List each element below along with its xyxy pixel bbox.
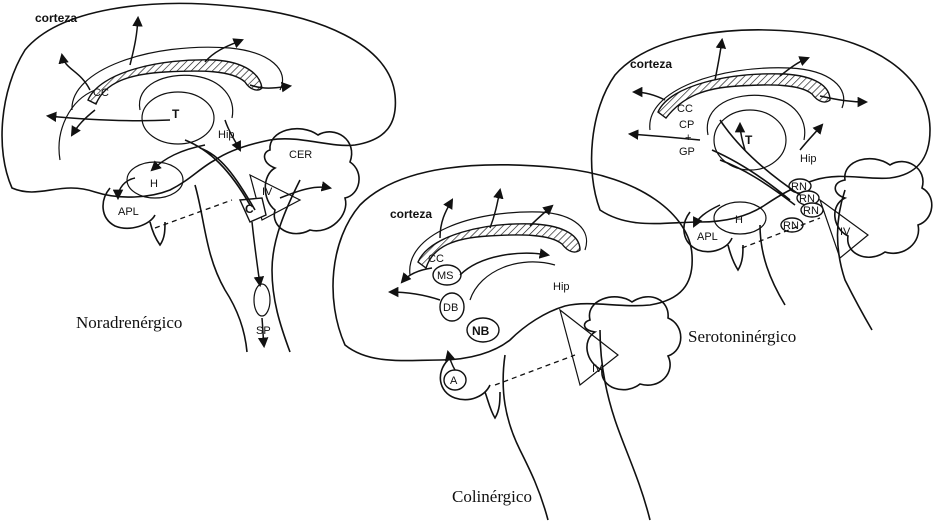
noradrenergic-panel: corteza CC T Hip H CER IV APL C SP Norad… [2, 3, 395, 352]
noradrenergic-arrow-11 [252, 222, 260, 285]
noradrenergic-label-t: T [172, 107, 180, 121]
cholinergic-label-db: DB [443, 302, 458, 314]
serotonergic-thalamus-ring [707, 95, 804, 140]
serotonergic-label-rn-3: RN [803, 205, 819, 217]
noradrenergic-arrow-7 [152, 145, 205, 170]
cholinergic-arrow-7 [448, 352, 455, 370]
noradrenergic-corpus-callosum [88, 60, 262, 104]
cholinergic-dashed-boundary [495, 355, 575, 385]
serotonergic-label-gp: GP [679, 146, 695, 158]
serotonergic-label-plus: + [685, 132, 691, 144]
cholinergic-panel: corteza CC MS DB NB Hip A IV Colinérgico [333, 165, 692, 520]
noradrenergic-label-iv: IV [262, 186, 273, 198]
noradrenergic-caption: Noradrenérgico [76, 313, 182, 332]
noradrenergic-arrow-8 [118, 178, 135, 198]
cholinergic-arrow-1 [440, 200, 452, 238]
noradrenergic-label-cc: CC [93, 87, 109, 99]
cholinergic-arrow-4 [390, 292, 440, 300]
serotonergic-label-h: H [735, 214, 743, 226]
noradrenergic-arrow-2 [130, 18, 138, 65]
serotonergic-label-cc: CC [677, 103, 693, 115]
serotonergic-label-t: T [745, 133, 753, 147]
noradrenergic-label-cortex: corteza [35, 11, 77, 25]
cholinergic-label-iv: IV [592, 363, 603, 375]
noradrenergic-label-apl: APL [118, 206, 139, 218]
noradrenergic-cortex-outline [2, 3, 395, 197]
serotonergic-label-apl: APL [697, 231, 718, 243]
cholinergic-caption: Colinérgico [452, 487, 532, 506]
serotonergic-cerebellum [835, 159, 932, 258]
cholinergic-label-hip: Hip [553, 281, 570, 293]
cholinergic-label-ms: MS [437, 270, 454, 282]
serotonergic-caption: Serotoninérgico [688, 327, 796, 346]
noradrenergic-label-hip: Hip [218, 129, 235, 141]
cholinergic-arrow-2 [490, 190, 500, 228]
cholinergic-cortex-outline [333, 165, 692, 361]
serotonergic-arrow-7 [694, 205, 720, 226]
cholinergic-arrow-6 [460, 253, 548, 275]
serotonergic-label-cp: CP [679, 119, 694, 131]
serotonergic-label-rn-4: RN [783, 220, 799, 232]
serotonergic-arrow-8 [800, 125, 822, 150]
noradrenergic-label-cer: CER [289, 149, 312, 161]
noradrenergic-label-sp: SP [256, 325, 271, 337]
cholinergic-cerebellum [585, 297, 681, 390]
serotonergic-label-iv: IV [840, 226, 851, 238]
noradrenergic-dashed-boundary [155, 200, 232, 228]
cholinergic-arrow-3 [530, 206, 552, 226]
cholinergic-label-cortex: corteza [390, 207, 432, 221]
cholinergic-arrow-5 [402, 268, 432, 282]
noradrenergic-arrow-1 [62, 55, 90, 90]
cholinergic-label-nb: NB [472, 324, 490, 338]
cholinergic-label-a: A [450, 375, 458, 387]
noradrenergic-cerebellum [265, 129, 360, 234]
cholinergic-fourth-ventricle [560, 310, 618, 385]
serotonergic-label-rn-2: RN [799, 193, 815, 205]
noradrenergic-spinal-tract [254, 284, 270, 316]
cholinergic-label-cc: CC [428, 253, 444, 265]
noradrenergic-arrow-6 [72, 110, 95, 135]
serotonergic-label-hip: Hip [800, 153, 817, 165]
noradrenergic-arrow-10 [280, 187, 330, 198]
serotonergic-arrow-1 [634, 92, 665, 100]
noradrenergic-label-h: H [150, 178, 158, 190]
serotonergic-label-cortex: corteza [630, 57, 672, 71]
serotonergic-panel: corteza CC CP + GP T Hip H APL IV RN RN … [592, 30, 932, 346]
cholinergic-hip-arc [470, 262, 555, 300]
noradrenergic-arrow-3 [205, 40, 242, 62]
noradrenergic-label-c: C [245, 202, 254, 216]
serotonergic-label-rn-1: RN [791, 181, 807, 193]
serotonergic-arrow-3 [780, 58, 808, 76]
noradrenergic-thalamus-ring [139, 75, 232, 118]
